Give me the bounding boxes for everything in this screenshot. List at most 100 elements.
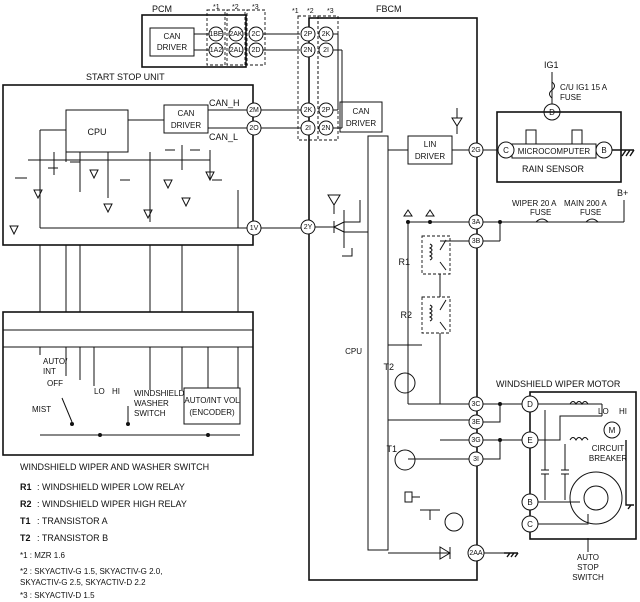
pcm-can-driver bbox=[149, 27, 195, 57]
relay-r1-label: R1 bbox=[398, 257, 410, 267]
legend-text: : WINDSHIELD WIPER LOW RELAY bbox=[37, 482, 185, 492]
pin-2c: 2C bbox=[252, 31, 261, 38]
legend-key: T2 bbox=[20, 533, 31, 543]
pin-2p-mid: 2P bbox=[322, 107, 331, 114]
footnote: *2 : SKYACTIV-G 1.5, SKYACTIV-G 2.0, bbox=[20, 567, 162, 576]
fbcm-3a-diode-2 bbox=[425, 209, 435, 217]
rain-ground bbox=[612, 149, 635, 157]
circuit-breaker-label-1: CIRCUIT bbox=[592, 444, 625, 453]
ig1-fuse-label-1: C/U IG1 15 A bbox=[560, 83, 608, 92]
motor-m-label: M bbox=[609, 426, 616, 435]
transistor-t2 bbox=[394, 372, 416, 394]
wiper-motor: WINDSHIELD WIPER MOTOR D E B C M LO HI C… bbox=[483, 379, 637, 582]
switch-hi: HI bbox=[112, 387, 120, 396]
microcomputer-label: MICROCOMPUTER bbox=[518, 147, 591, 156]
fbcm-gate-logic bbox=[404, 491, 440, 520]
rain-sensor-title: RAIN SENSOR bbox=[522, 164, 585, 174]
pin-2g: 2G bbox=[471, 147, 480, 154]
marker-star2: *2 bbox=[232, 4, 239, 11]
main-fuse-label-2: FUSE bbox=[580, 208, 601, 217]
switch-levers bbox=[61, 397, 129, 423]
fbcm-module: FBCM *1 *2 *3 2P 2K 2N 2I 2K 2P 2I 2N CA… bbox=[292, 4, 519, 581]
pcm-can-driver-label-2: DRIVER bbox=[157, 43, 187, 52]
rain-sensor: IG1 C/U IG1 15 A FUSE D MICROCOMPUTER RA… bbox=[483, 60, 635, 183]
fbcm-title: FBCM bbox=[376, 4, 402, 14]
ssu-can-driver bbox=[163, 104, 209, 134]
fbcm-cpu-bar bbox=[367, 135, 389, 551]
motor-pin-e: E bbox=[527, 436, 532, 445]
washer-switch-label-2: WASHER bbox=[134, 399, 169, 408]
switch-leads bbox=[39, 347, 239, 390]
fbcm-lin-driver-label-2: DRIVER bbox=[415, 152, 445, 161]
motor-pin-b: B bbox=[527, 498, 532, 507]
switch-mist: MIST bbox=[32, 405, 51, 414]
ground-2aa bbox=[504, 552, 519, 558]
fbcm-can-driver-label-1: CAN bbox=[353, 107, 370, 116]
pin-3e: 3E bbox=[472, 419, 481, 426]
transistor-t1 bbox=[394, 449, 416, 471]
main-fuse bbox=[585, 218, 599, 223]
pin-2aa: 2AA bbox=[469, 550, 483, 557]
encoder-label-1: AUTO/INT VOL bbox=[184, 396, 240, 405]
ssu-title: START STOP UNIT bbox=[86, 72, 165, 82]
connector-star3-box bbox=[246, 9, 266, 66]
footnote: SKYACTIV-G 2.5, SKYACTIV-D 2.2 bbox=[20, 578, 146, 587]
wiper-fuse-label-1: WIPER 20 A bbox=[512, 199, 557, 208]
washer-switch-label-1: WINDSHIELD bbox=[134, 389, 184, 398]
motor-choke-1 bbox=[569, 401, 589, 405]
footnote: *1 : MZR 1.6 bbox=[20, 551, 65, 560]
fbcm-2aa-diode bbox=[388, 546, 451, 560]
pin-1be: 1BE bbox=[209, 31, 223, 38]
motor-feed-wires bbox=[483, 403, 522, 460]
pin-2i-mid: 2I bbox=[305, 125, 311, 132]
washer-switch-label-3: SWITCH bbox=[134, 409, 166, 418]
legend-item: R2 : WINDSHIELD WIPER HIGH RELAY bbox=[20, 499, 187, 509]
ig1-fuse-label-2: FUSE bbox=[560, 93, 581, 102]
switch-off: OFF bbox=[47, 379, 63, 388]
pcm-module: PCM CAN DRIVER *1 *2 *3 1BE 1A2 2AK 2AL … bbox=[141, 4, 300, 68]
pin-2p-top: 2P bbox=[304, 31, 313, 38]
ssu-diodes bbox=[33, 169, 215, 220]
fbcm-diode bbox=[451, 108, 463, 134]
relay-r2-coil bbox=[428, 304, 433, 322]
fbcm-can-driver bbox=[339, 101, 383, 133]
ssu-can-h: CAN_H bbox=[209, 98, 240, 108]
main-fuse-label-1: MAIN 200 A bbox=[564, 199, 607, 208]
motor-cam-wiring bbox=[538, 501, 589, 525]
wiper-motor-title: WINDSHIELD WIPER MOTOR bbox=[496, 379, 621, 389]
fbcm-outline bbox=[308, 17, 478, 581]
connector-star2-box bbox=[226, 9, 246, 66]
relay-r1 bbox=[421, 235, 451, 275]
pcm-can-driver-label-1: CAN bbox=[164, 32, 181, 41]
ssu-outline bbox=[2, 84, 254, 246]
relay-r1-contact bbox=[439, 239, 447, 271]
motor-capacitors bbox=[541, 410, 569, 500]
fbcm-marker-star3: *3 bbox=[327, 8, 334, 15]
pin-2d: 2D bbox=[252, 47, 261, 54]
transistor-t1-label: T1 bbox=[386, 444, 397, 454]
transistor-t2-label: T2 bbox=[383, 362, 394, 372]
pin-2n-mid: 2N bbox=[322, 125, 331, 132]
switch-auto-int-2: INT bbox=[43, 367, 56, 376]
ssu-can-driver-label-1: CAN bbox=[178, 109, 195, 118]
motor-pin-c: C bbox=[527, 520, 533, 529]
pin-3c: 3C bbox=[472, 401, 481, 408]
rain-pin-b: B bbox=[601, 146, 606, 155]
rain-sensor-elements bbox=[525, 129, 583, 144]
encoder-box bbox=[183, 387, 241, 425]
wiper-fuse-label-2: FUSE bbox=[530, 208, 551, 217]
switch-title: WINDSHIELD WIPER AND WASHER SWITCH bbox=[20, 462, 209, 472]
motor-choke-2 bbox=[569, 437, 589, 441]
wiper-fuse bbox=[535, 218, 549, 223]
ssu-cpu bbox=[65, 109, 129, 153]
circuit-breaker-label-2: BREAKER bbox=[589, 454, 627, 463]
ssu-cpu-label: CPU bbox=[87, 127, 106, 137]
legend-text: : TRANSISTOR A bbox=[37, 516, 108, 526]
fbcm-input-transistor bbox=[315, 200, 368, 248]
motor-m bbox=[603, 421, 621, 439]
footnote: *3 : SKYACTIV-D 1.5 bbox=[20, 591, 95, 600]
legend-item: R1 : WINDSHIELD WIPER LOW RELAY bbox=[20, 482, 185, 492]
fbcm-marker-star2: *2 bbox=[307, 8, 314, 15]
